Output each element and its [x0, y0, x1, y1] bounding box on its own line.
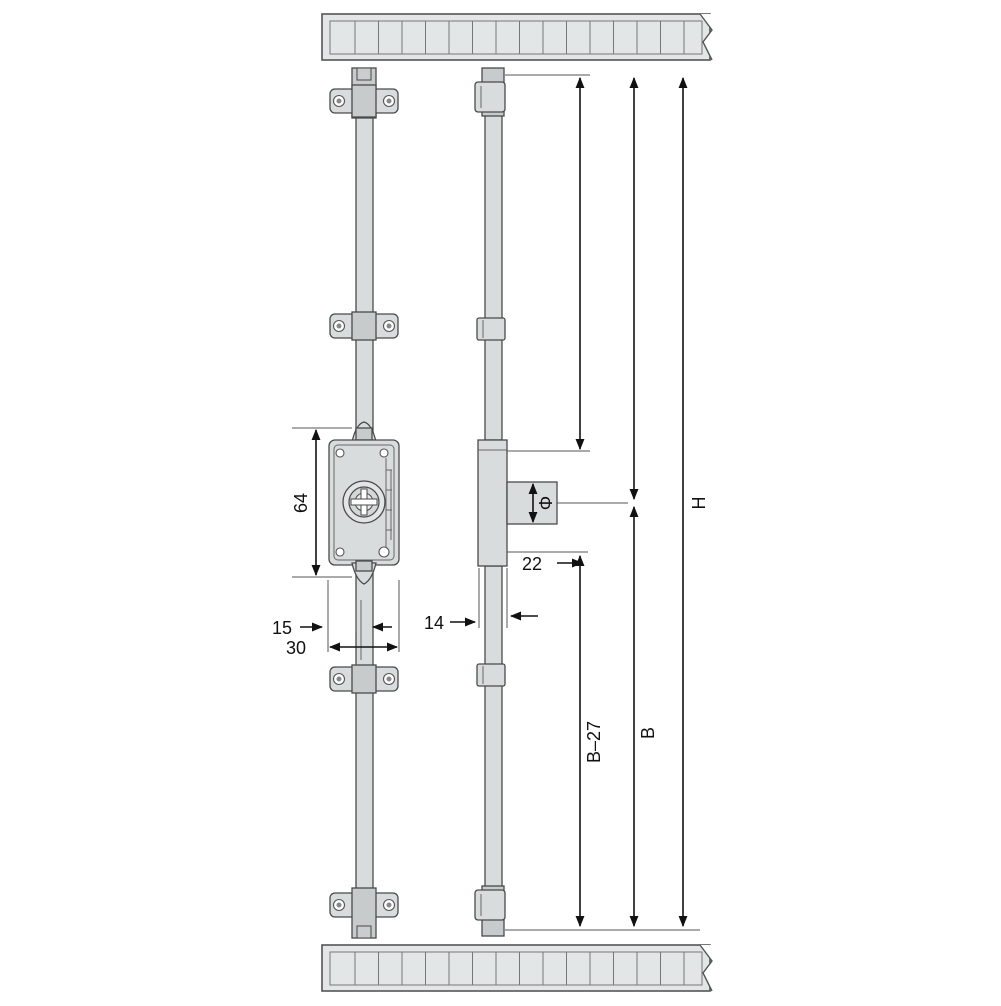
top-rod-guide-side	[474, 67, 506, 117]
key-cylinder	[342, 480, 386, 524]
dimension-phi: Φ	[528, 482, 628, 524]
dim-label-14: 14	[424, 613, 444, 633]
front-view	[328, 67, 400, 939]
lock-case-side	[477, 439, 558, 567]
dimension-15-30: 15 30	[272, 580, 400, 658]
top-frame-profile	[321, 13, 722, 61]
dimension-22: 22	[507, 551, 588, 574]
top-rod-guide-front	[329, 67, 399, 119]
lower-rod-front	[355, 565, 374, 933]
dimension-h: H	[505, 76, 709, 931]
dim-label-22: 22	[522, 554, 542, 574]
upper-rod-front	[355, 77, 374, 439]
bottom-rod-guide-front	[329, 887, 399, 939]
side-view	[474, 67, 558, 937]
dimension-b: B	[629, 76, 658, 928]
dimension-b-minus-27: B–27	[505, 554, 604, 931]
dimension-64: 64	[291, 427, 352, 578]
bottom-frame-profile	[321, 944, 722, 992]
bottom-rod-guide-side	[474, 885, 506, 937]
dim-label-b: B	[638, 727, 658, 739]
dimension-14: 14	[424, 568, 538, 633]
dim-label-phi: Φ	[536, 496, 556, 510]
dim-label-b-minus-27: B–27	[584, 721, 604, 763]
lower-rod-guide-front	[329, 664, 399, 694]
upper-rod-side	[484, 77, 503, 441]
lower-rod-side	[484, 565, 503, 933]
lower-rod-guide-side	[476, 663, 506, 687]
dim-label-30: 30	[286, 638, 306, 658]
upper-rod-guide-side	[476, 317, 506, 341]
dim-label-64: 64	[291, 493, 311, 513]
dimension-upper-length	[505, 74, 590, 452]
dim-label-h: H	[689, 497, 709, 510]
lock-case-front	[328, 421, 400, 585]
dim-label-15: 15	[272, 618, 292, 638]
upper-rod-guide-front	[329, 311, 399, 341]
